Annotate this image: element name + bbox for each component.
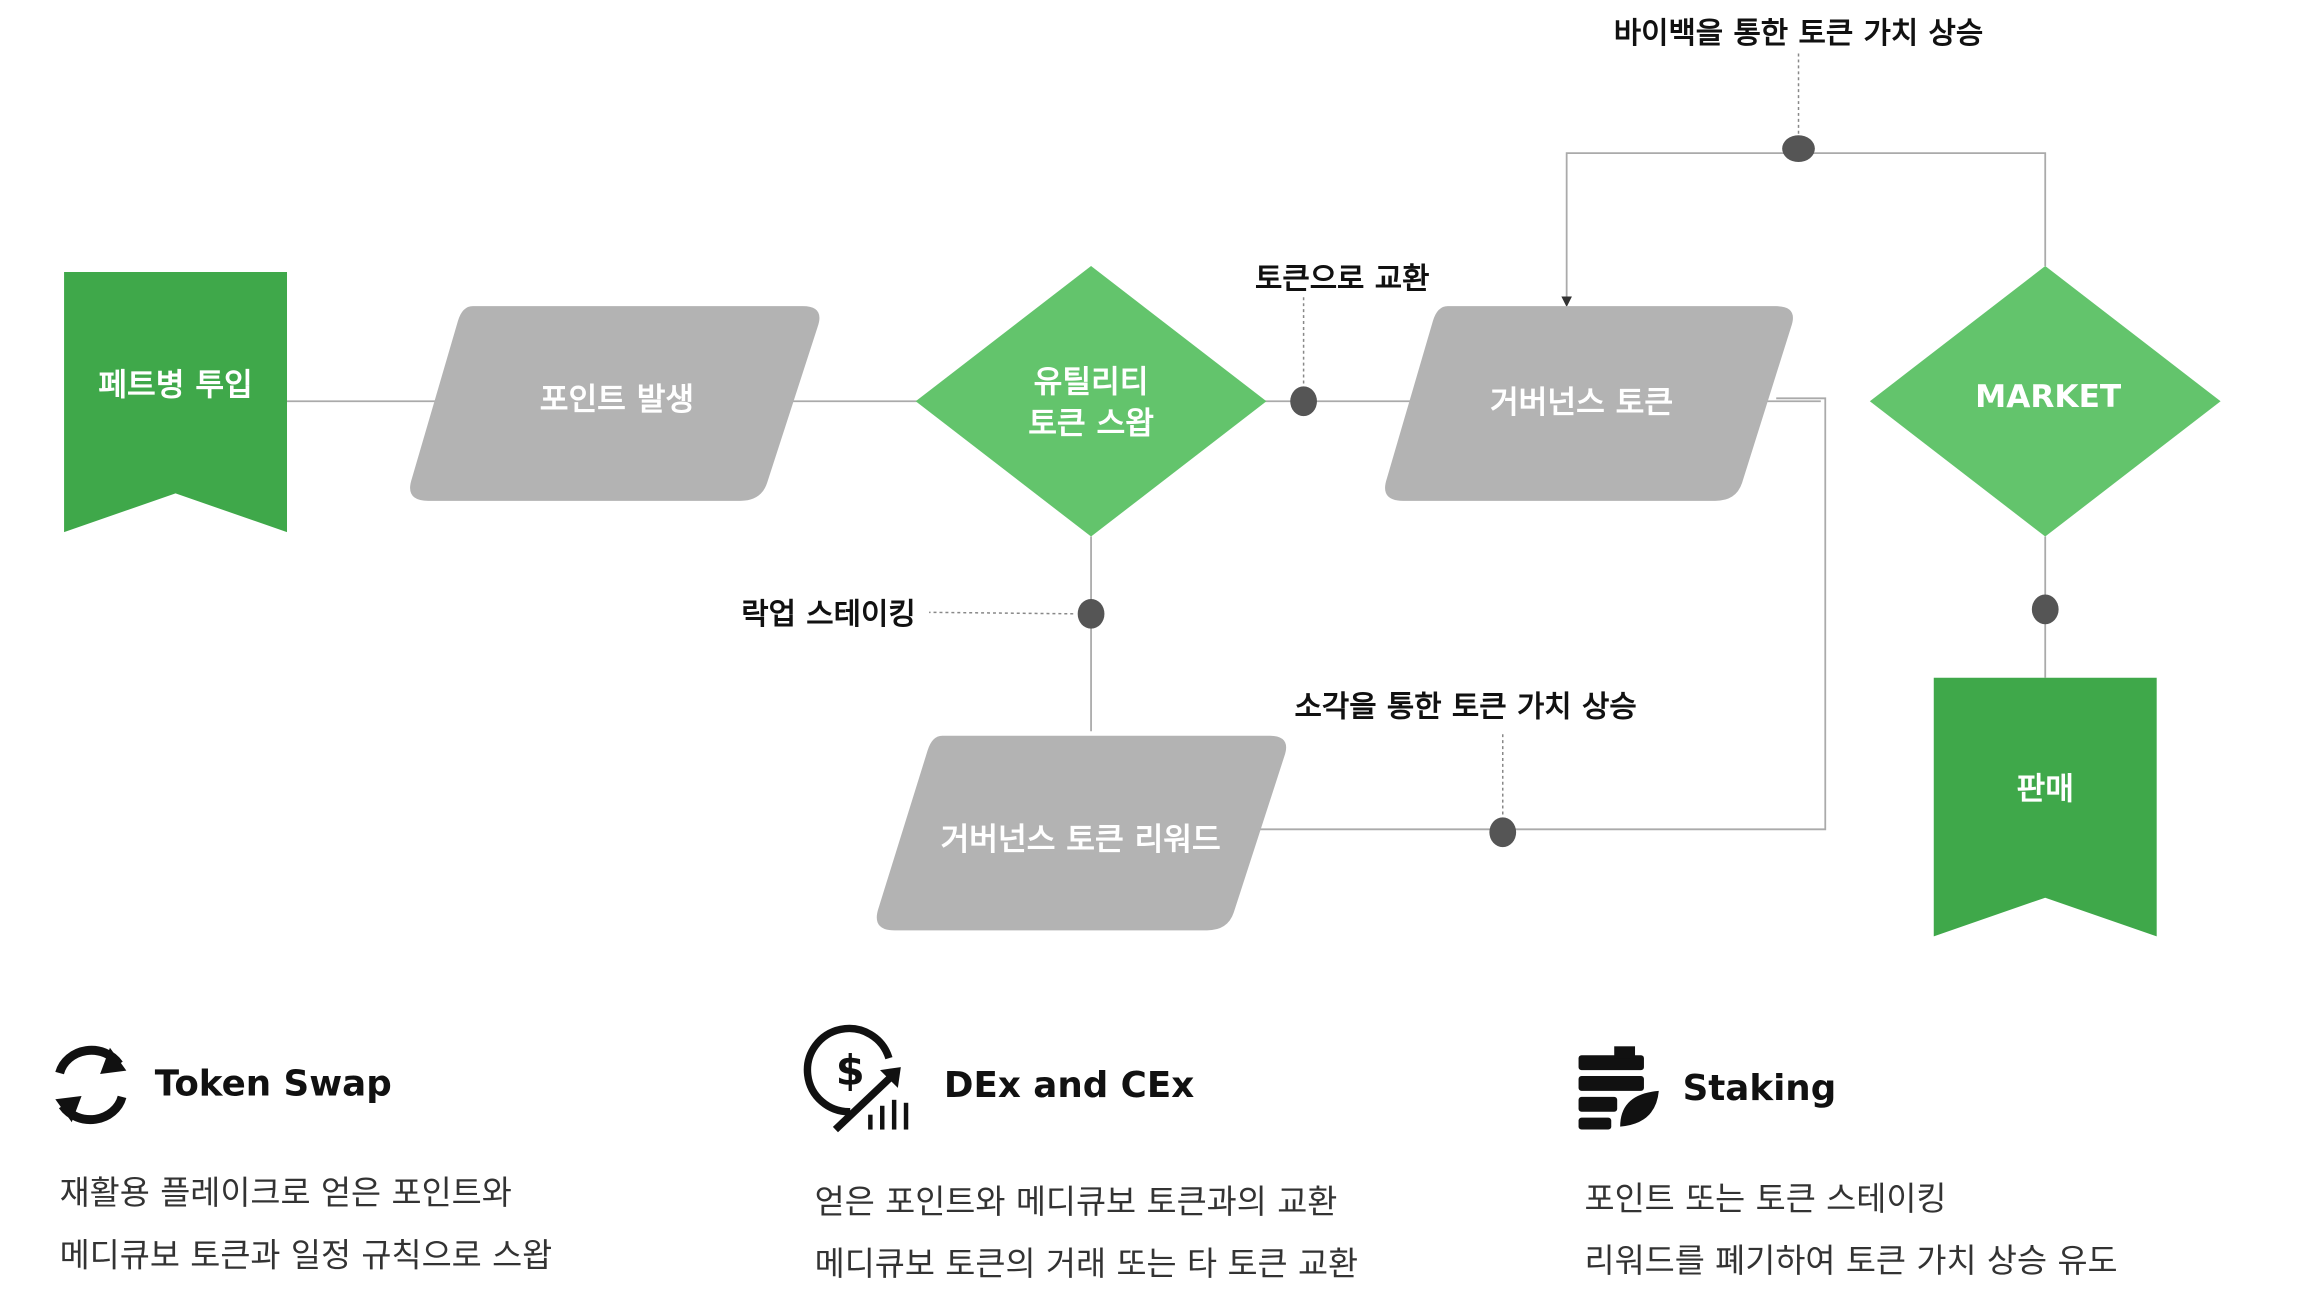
feature-desc-line: 포인트 또는 토큰 스테이킹 xyxy=(1584,1180,1946,1218)
dot-buyback xyxy=(1782,135,1815,162)
connector-dots xyxy=(1077,135,2059,848)
svg-text:$: $ xyxy=(836,1046,865,1095)
feature-title: Staking xyxy=(1683,1068,1837,1109)
feature-desc-line: 메디큐보 토큰과 일정 규칙으로 스왑 xyxy=(60,1236,553,1274)
node-points: 포인트 발생 xyxy=(410,306,820,501)
dot-exchange xyxy=(1290,386,1317,417)
node-pet-input: 페트병 투입 xyxy=(64,271,288,533)
feature-desc-line: 리워드를 폐기하여 토큰 가치 상승 유도 xyxy=(1584,1242,2117,1280)
node-swap-label-2: 토큰 스왑 xyxy=(1028,406,1154,442)
node-swap-label-1: 유틸리티 xyxy=(1034,364,1149,400)
node-gov-label: 거버넌스 토큰 xyxy=(1490,385,1673,421)
label-burn: 소각을 통한 토큰 가치 상승 xyxy=(1295,689,1637,724)
refresh-arrows-icon xyxy=(55,1045,127,1125)
node-utility-swap: 유틸리티 토큰 스왑 xyxy=(915,266,1267,537)
node-market-label: MARKET xyxy=(1975,379,2122,415)
feature-desc-line: 재활용 플레이크로 얻은 포인트와 xyxy=(60,1174,512,1212)
feature-staking: Staking 포인트 또는 토큰 스테이킹 리워드를 폐기하여 토큰 가치 상… xyxy=(1578,1046,2118,1280)
feature-desc-line: 메디큐보 토큰의 거래 또는 타 토큰 교환 xyxy=(815,1245,1359,1283)
feature-title: Token Swap xyxy=(155,1063,392,1104)
dollar-growth-icon: $ xyxy=(803,1024,909,1133)
node-points-label: 포인트 발생 xyxy=(540,382,694,418)
dot-market-sell xyxy=(2031,594,2059,625)
feature-dex-cex: $ DEx and CEx 얻은 포인트와 메디큐보 토큰과의 교환 메디큐보 … xyxy=(803,1024,1359,1283)
feature-title: DEx and CEx xyxy=(944,1065,1194,1106)
node-sell-label: 판매 xyxy=(2017,772,2074,808)
feature-token-swap: Token Swap 재활용 플레이크로 얻은 포인트와 메디큐보 토큰과 일정… xyxy=(55,1045,553,1274)
label-lockup: 락업 스테이킹 xyxy=(741,597,915,632)
node-pet-label: 페트병 투입 xyxy=(98,367,252,403)
node-reward-label: 거버넌스 토큰 리워드 xyxy=(941,822,1221,858)
node-market: MARKET xyxy=(1869,266,2221,537)
coin-stack-leaf-icon xyxy=(1578,1046,1659,1130)
feature-desc-line: 얻은 포인트와 메디큐보 토큰과의 교환 xyxy=(815,1183,1338,1221)
node-governance-reward: 거버넌스 토큰 리워드 xyxy=(876,735,1287,931)
node-governance-token: 거버넌스 토큰 xyxy=(1385,306,1793,501)
dot-burn xyxy=(1489,817,1517,848)
label-buyback: 바이백을 통한 토큰 가치 상승 xyxy=(1614,16,1983,51)
label-exchange: 토큰으로 교환 xyxy=(1255,261,1429,296)
node-sell: 판매 xyxy=(1933,677,2157,937)
dot-lockup xyxy=(1077,598,1105,629)
